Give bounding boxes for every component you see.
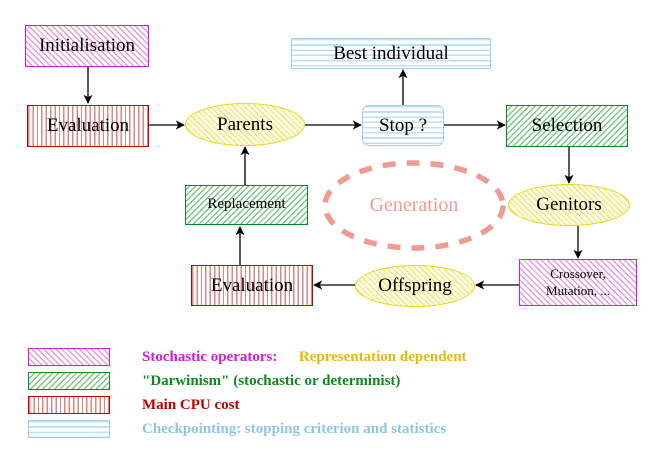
legend-text-secondary-0: Representation dependent (298, 348, 467, 365)
legend-item-stochastic-operators: Stochastic operators: Representation dep… (28, 346, 467, 368)
node-stop-label: Stop ? (378, 114, 428, 136)
node-stop[interactable]: Stop ? (362, 105, 444, 146)
node-selection[interactable]: Selection (506, 105, 628, 147)
legend-label-checkpointing: Checkpointing: stopping criterion and st… (142, 420, 447, 437)
node-initialisation[interactable]: Initialisation (25, 25, 149, 67)
node-generation-label: Generation (369, 194, 459, 216)
legend-label-stochastic-operators: Stochastic operators: Representation dep… (142, 349, 467, 366)
node-offspring-label: Offspring (378, 275, 452, 297)
legend-item-darwinism: "Darwinism" (stochastic or determinist) (28, 370, 400, 392)
node-selection-label: Selection (531, 115, 603, 137)
legend-item-main-cpu-cost: Main CPU cost (28, 394, 240, 416)
node-genitors-label: Genitors (536, 194, 602, 216)
node-parents-label: Parents (217, 113, 273, 135)
node-crossover-mutation-label: Crossover, Mutation, ... (546, 266, 610, 298)
node-parents[interactable]: Parents (185, 103, 305, 146)
node-evaluation-bottom[interactable]: Evaluation (191, 265, 313, 306)
legend-label-main-cpu-cost: Main CPU cost (142, 396, 240, 413)
node-evaluation-top[interactable]: Evaluation (27, 105, 149, 147)
legend-label-darwinism: "Darwinism" (stochastic or determinist) (142, 372, 401, 389)
legend-swatch-magenta (28, 348, 110, 366)
node-generation: Generation (325, 163, 503, 248)
legend-swatch-blue (28, 420, 110, 438)
node-evaluation-bottom-label: Evaluation (210, 274, 294, 296)
node-replacement[interactable]: Replacement (185, 185, 308, 225)
node-best-individual[interactable]: Best individual (291, 38, 491, 69)
node-crossover-mutation[interactable]: Crossover, Mutation, ... (519, 259, 637, 306)
node-replacement-label: Replacement (207, 196, 286, 213)
node-best-individual-label: Best individual (333, 42, 449, 64)
legend-swatch-red (28, 396, 110, 414)
legend-swatch-green (28, 372, 110, 390)
legend: Stochastic operators: Representation dep… (0, 338, 662, 458)
node-genitors[interactable]: Genitors (508, 184, 630, 226)
node-initialisation-label: Initialisation (38, 35, 136, 57)
generation-ellipse (322, 160, 506, 251)
legend-item-checkpointing: Checkpointing: stopping criterion and st… (28, 418, 446, 440)
legend-text-primary-0: Stochastic operators: (142, 348, 278, 365)
node-offspring[interactable]: Offspring (355, 265, 475, 307)
node-evaluation-top-label: Evaluation (46, 115, 130, 137)
